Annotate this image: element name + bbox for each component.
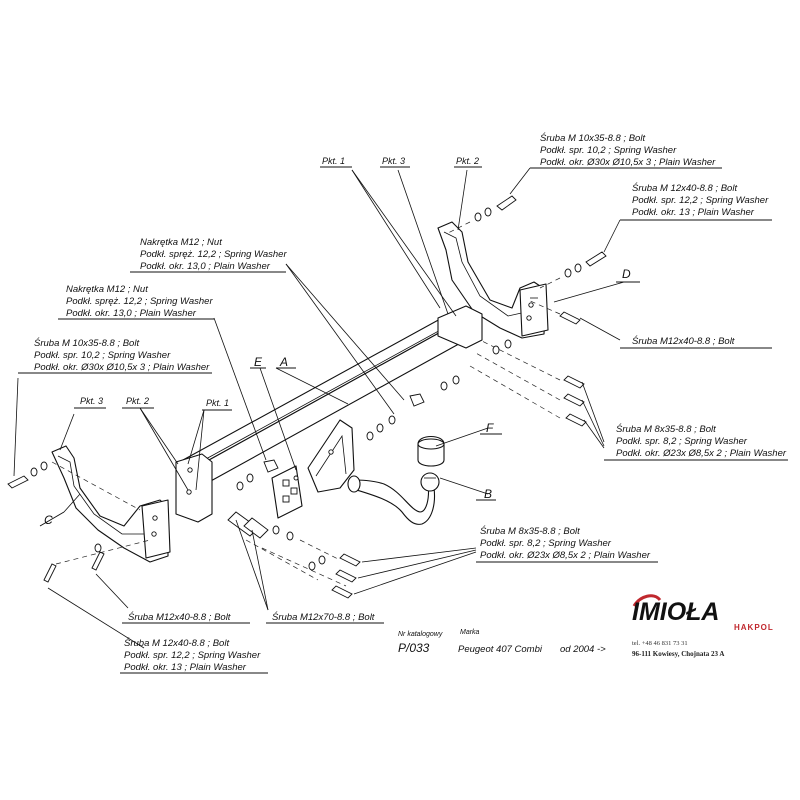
mid-m8-label-1: Śruba M 8x35-8.8 ; Bolt bbox=[480, 525, 580, 537]
left-pkt3-label: Pkt. 3 bbox=[80, 396, 103, 406]
top-bolt-label-3: Podkł. okr. Ø30x Ø10,5x 3 ; Plain Washer bbox=[540, 157, 716, 168]
part-c-letter: C bbox=[44, 513, 53, 527]
nut-lower-label-3: Podkł. okr. 13,0 ; Plain Washer bbox=[66, 308, 197, 319]
right-m8-label-1: Śruba M 8x35-8.8 ; Bolt bbox=[616, 423, 716, 435]
top-pkt1-label: Pkt. 1 bbox=[322, 156, 345, 166]
point-labels: Pkt. 1 Pkt. 3 Pkt. 2 Pkt. 3 Pkt. 2 Pkt. … bbox=[74, 156, 482, 411]
centre-bracket bbox=[307, 419, 355, 493]
right-m8-label-3: Podkł. okr. Ø23x Ø8,5x 2 ; Plain Washer bbox=[616, 448, 787, 459]
mid-m8-label-3: Podkł. okr. Ø23x Ø8,5x 2 ; Plain Washer bbox=[480, 550, 651, 561]
right-m12-label-2: Podkł. spr. 12,2 ; Spring Washer bbox=[632, 195, 769, 206]
company-phone: tel. +48 46 831 73 31 bbox=[632, 640, 688, 647]
bottom-bolt-label-1: Śruba M 12x40-8.8 ; Bolt bbox=[124, 637, 229, 649]
left-bolt-label-2: Podkł. spr. 10,2 ; Spring Washer bbox=[34, 350, 171, 361]
company-name: IMIOŁA bbox=[632, 598, 720, 626]
left-pkt1-label: Pkt. 1 bbox=[206, 398, 229, 408]
catalog-number: P/033 bbox=[398, 641, 430, 655]
logo-swoosh-icon bbox=[632, 594, 662, 607]
part-b-letter: B bbox=[484, 487, 492, 501]
part-e-letter: E bbox=[254, 355, 263, 369]
top-bolt-label-1: Śruba M 10x35-8.8 ; Bolt bbox=[540, 132, 645, 144]
right-m12-label-1: Śruba M 12x40-8.8 ; Bolt bbox=[632, 182, 737, 194]
nut-upper-label-2: Podkł. spręż. 12,2 ; Spring Washer bbox=[140, 249, 287, 260]
top-pkt3-label: Pkt. 3 bbox=[382, 156, 405, 166]
ball-cap-f bbox=[417, 435, 445, 467]
nut-upper-label-3: Podkł. okr. 13,0 ; Plain Washer bbox=[140, 261, 271, 272]
drawing-parts bbox=[51, 221, 549, 563]
nut-lower-label-1: Nakrętka M12 ; Nut bbox=[66, 284, 148, 295]
part-letters: A B C D E F bbox=[39, 267, 640, 527]
part-a-letter: A bbox=[279, 355, 288, 369]
company-sub: HAKPOL bbox=[734, 623, 774, 632]
title-block: Nr katalogowy P/033 Marka Peugeot 407 Co… bbox=[398, 629, 606, 655]
part-d-letter: D bbox=[622, 267, 631, 281]
bottom-bolt-label-3: Podkł. okr. 13 ; Plain Washer bbox=[124, 662, 247, 673]
top-pkt2-label: Pkt. 2 bbox=[456, 156, 479, 166]
top-bolt-label-2: Podkł. spr. 10,2 ; Spring Washer bbox=[540, 145, 677, 156]
bottom-left-bolt-label: Śruba M12x40-8.8 ; Bolt bbox=[128, 611, 231, 623]
bracket-d bbox=[437, 221, 549, 349]
mid-m8-label-2: Podkł. spr. 8,2 ; Spring Washer bbox=[480, 538, 612, 549]
nut-lower-label-2: Podkł. spręż. 12,2 ; Spring Washer bbox=[66, 296, 213, 307]
bracket-c bbox=[51, 445, 213, 563]
bottom-bolt-label-2: Podkł. spr. 12,2 ; Spring Washer bbox=[124, 650, 261, 661]
brand-label: Marka bbox=[460, 629, 480, 636]
mounting-plate-e bbox=[271, 465, 303, 519]
company-block: IMIOŁA HAKPOL tel. +48 46 831 73 31 96-1… bbox=[632, 594, 774, 658]
left-bolt-label-1: Śruba M 10x35-8.8 ; Bolt bbox=[34, 337, 139, 349]
spec-labels: Śruba M 10x35-8.8 ; Bolt Podkł. spr. 10,… bbox=[18, 132, 788, 674]
tow-ball-b bbox=[347, 472, 440, 525]
right-m12-label-3: Podkł. okr. 13 ; Plain Washer bbox=[632, 207, 755, 218]
nut-upper-label-1: Nakrętka M12 ; Nut bbox=[140, 237, 222, 248]
bottom-mid-bolt-label: Śruba M12x70-8.8 ; Bolt bbox=[272, 611, 375, 623]
catalog-label: Nr katalogowy bbox=[398, 631, 443, 638]
hardware bbox=[7, 195, 607, 599]
leader-lines bbox=[13, 167, 625, 649]
left-bolt-label-3: Podkł. okr. Ø30x Ø10,5x 3 ; Plain Washer bbox=[34, 362, 210, 373]
company-address: 96-111 Kowiesy, Chojnata 23 A bbox=[632, 650, 724, 658]
vehicle-model: Peugeot 407 Combi bbox=[458, 644, 543, 655]
left-pkt2-label: Pkt. 2 bbox=[126, 396, 149, 406]
right-m8-label-2: Podkł. spr. 8,2 ; Spring Washer bbox=[616, 436, 748, 447]
right-single-bolt-label: Śruba M12x40-8.8 ; Bolt bbox=[632, 335, 735, 347]
part-f-letter: F bbox=[486, 421, 494, 435]
vehicle-year: od 2004 -> bbox=[560, 644, 606, 655]
